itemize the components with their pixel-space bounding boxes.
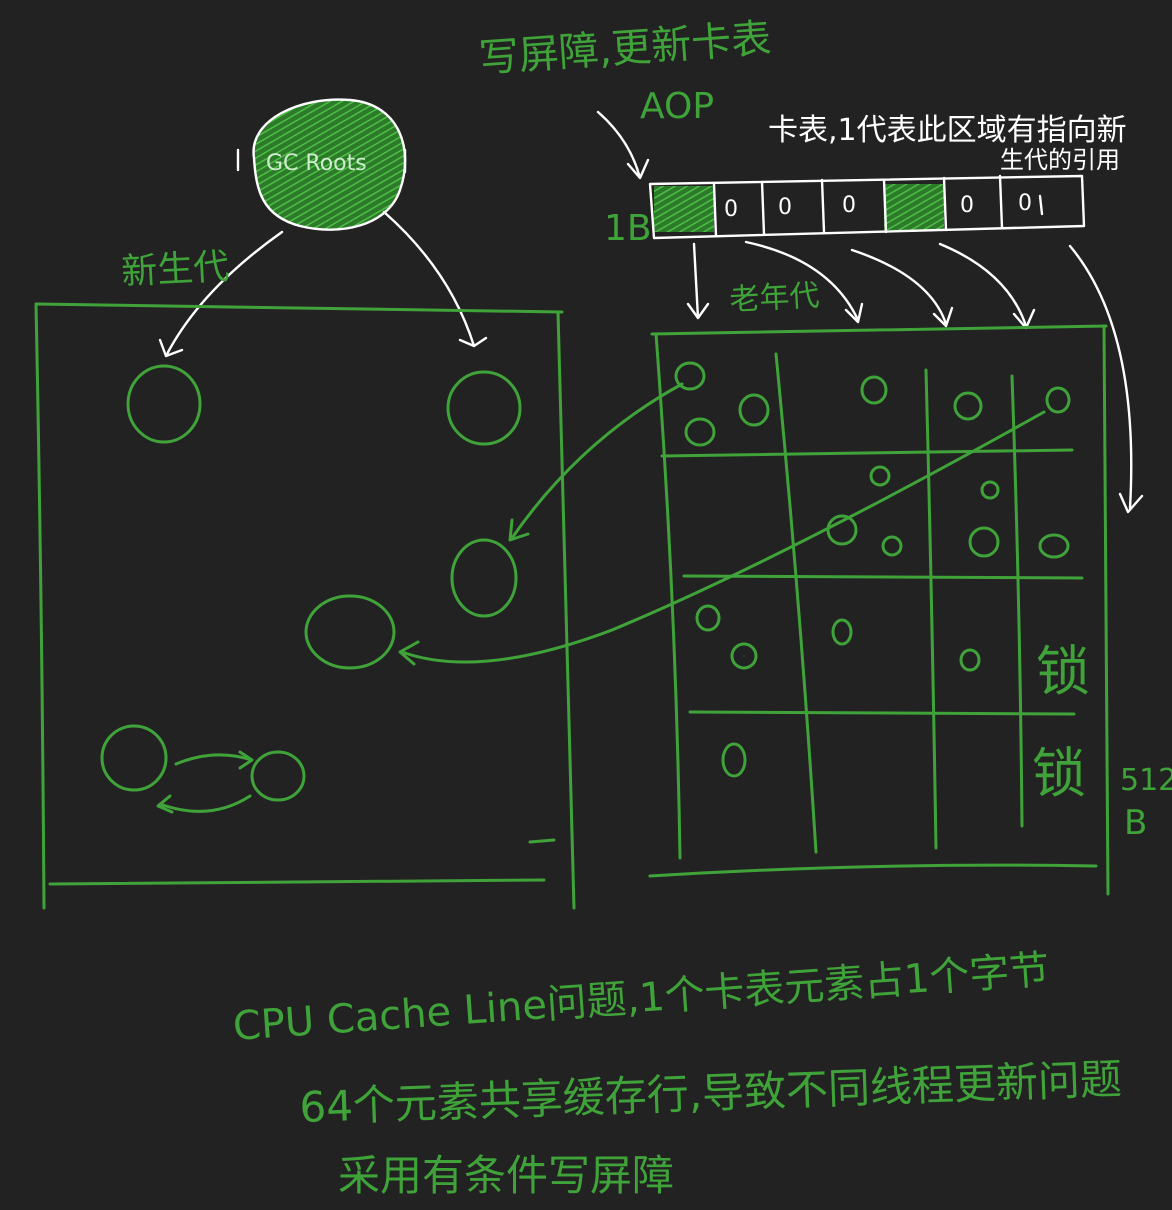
card-cell-1-dirty [654,186,714,232]
write-barrier-title: 写屏障,更新卡表 [477,16,772,82]
card-arrow-1 [686,242,710,320]
aop-to-cardtable-arrow [596,110,650,180]
card-table: 0 0 0 0 0 [648,174,1086,240]
card-arrow-5 [1068,244,1144,514]
young-object-4 [304,594,396,670]
gc-roots-blob: GC Roots [236,98,407,231]
root-arrow-right [382,210,488,348]
old-to-young-ref-1 [508,382,684,542]
note-line-1: CPU Cache Line问题,1个卡表元素占1个字节 [231,947,1050,1050]
card-size-label: 1B [604,208,652,249]
lock-label-1: 锁 [1036,640,1090,703]
card-arrow-4 [938,242,1036,330]
card-cell-2: 0 [724,197,738,222]
young-gen-label: 新生代 [120,246,230,293]
young-object-3 [450,538,518,618]
card-arrow-2 [744,240,864,324]
young-object-5 [100,724,168,792]
region-size-unit: B [1124,803,1147,843]
old-gen-label: 老年代 [729,278,821,318]
card-cell-7: 0 [1018,191,1032,216]
card-cell-4: 0 [842,193,856,218]
young-cycle-arrow-top [174,750,254,770]
old-gen-grid [648,324,1110,896]
young-gen-box [34,302,576,910]
old-gen-objects [674,361,1071,778]
card-cell-5-dirty [884,184,944,230]
lock-label-2: 锁 [1032,742,1086,805]
card-table-desc-line1: 卡表,1代表此区域有指向新 [768,113,1127,148]
card-cell-6: 0 [960,193,974,218]
note-line-3: 采用有条件写屏障 [338,1151,674,1200]
young-object-2 [446,370,522,446]
young-object-6 [250,750,306,802]
gc-roots-label: GC Roots [266,151,367,176]
card-table-desc-line2: 生代的引用 [1000,146,1120,174]
root-arrow-left [158,230,284,358]
aop-label: AOP [640,86,714,127]
card-arrow-3 [850,248,954,328]
young-object-1 [126,364,202,444]
card-cell-3: 0 [778,195,792,220]
old-to-young-ref-2 [398,410,1046,666]
region-size-number: 512 [1120,763,1172,798]
note-line-2: 64个元素共享缓存行,导致不同线程更新问题 [299,1054,1123,1132]
young-cycle-arrow-bottom [156,794,252,814]
